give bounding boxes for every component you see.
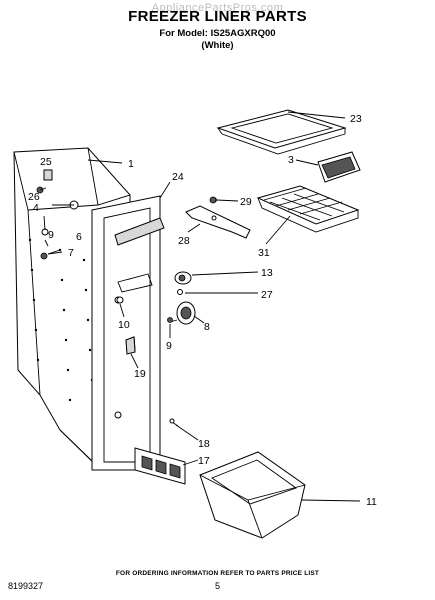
callout-9: 9: [48, 229, 54, 241]
leader-lines: [39, 111, 361, 502]
callout-25: 25: [40, 156, 52, 168]
model-line: For Model: IS25AGXRQ00: [159, 28, 276, 39]
callout-9b: 9: [166, 340, 172, 352]
shelf-frame: [317, 151, 361, 183]
page-number: 5: [214, 581, 220, 591]
screw-18: [169, 418, 179, 427]
callout-7: 7: [68, 247, 74, 259]
callout-4: 4: [33, 202, 39, 214]
callout-labels: 1 25 26 4 6 9 7 24 23 3 29 28 31 13 27 1…: [28, 113, 377, 508]
callout-8: 8: [204, 321, 210, 333]
callout-13: 13: [261, 267, 273, 279]
callout-26: 26: [28, 191, 40, 203]
front-cover: [134, 447, 186, 485]
callout-29: 29: [240, 196, 252, 208]
document-number: 8199327: [8, 581, 44, 591]
callout-31: 31: [258, 247, 270, 259]
callout-27: 27: [261, 289, 273, 301]
wire-shelf: [256, 185, 360, 233]
screw-29: [209, 196, 217, 204]
screw-10: [116, 296, 124, 304]
callout-3: 3: [288, 154, 294, 166]
freezer-bin: [199, 451, 306, 539]
glass-shelf: [216, 109, 347, 155]
watermark: AppliancePartsPros.com: [151, 2, 284, 14]
lamp-socket: [167, 301, 196, 325]
callout-17: 17: [198, 455, 210, 467]
callout-10: 10: [118, 319, 130, 331]
callout-28: 28: [178, 235, 190, 247]
callout-18: 18: [198, 438, 210, 450]
page-title: FREEZER LINER PARTS: [128, 8, 307, 25]
callout-11: 11: [366, 496, 377, 508]
fan-grommet: [174, 271, 192, 295]
callout-6: 6: [76, 231, 82, 243]
shelf-support: [125, 336, 136, 355]
callout-19: 19: [134, 368, 146, 380]
callout-23: 23: [350, 113, 362, 125]
liner-back-panel: [91, 195, 165, 471]
callout-1: 1: [128, 158, 134, 170]
ordering-note: FOR ORDERING INFORMATION REFER TO PARTS …: [115, 570, 320, 577]
color-line: (White): [201, 40, 234, 51]
callout-24: 24: [172, 171, 184, 183]
